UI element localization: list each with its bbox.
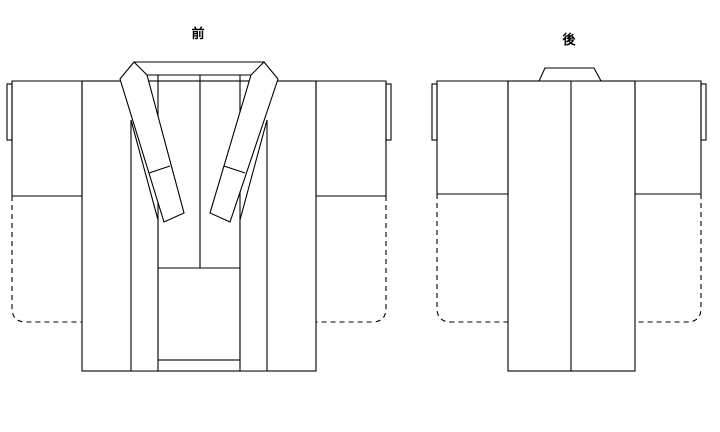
back-collar (538, 67, 602, 82)
front-right-collar (209, 61, 279, 223)
back-right-sleeve (634, 80, 707, 323)
front-view (6, 61, 392, 372)
back-left-sleeve-fold-line (436, 194, 508, 323)
front-right-okumi (239, 119, 268, 372)
front-right-sleeve-panel (315, 80, 387, 197)
front-left-sleeve-panel (11, 80, 83, 197)
back-view-label: 後 (562, 33, 576, 48)
front-left-cuff (6, 83, 13, 141)
front-view-label: 前 (191, 27, 205, 42)
back-left-sleeve (431, 80, 509, 323)
front-right-sleeve-fold-line (316, 196, 387, 323)
back-right-cuff (700, 83, 707, 141)
back-right-sleeve-panel (634, 80, 702, 195)
front-right-collar-strip (209, 61, 279, 223)
back-left-cuff (431, 83, 438, 141)
back-left-sleeve-panel (436, 80, 509, 195)
front-right-sleeve (315, 80, 392, 323)
front-left-sleeve (6, 80, 83, 323)
front-left-collar-strip (119, 61, 185, 223)
front-body-outline (81, 80, 317, 372)
front-collar-back-band (133, 61, 265, 76)
front-right-collar-seam (223, 165, 246, 174)
front-left-sleeve-fold-line (11, 196, 82, 323)
back-right-sleeve-fold-line (635, 194, 702, 323)
front-left-collar-seam (148, 165, 171, 174)
front-right-cuff (385, 83, 392, 141)
front-left-collar (119, 61, 185, 223)
front-left-okumi (130, 119, 159, 372)
back-view (431, 67, 707, 372)
